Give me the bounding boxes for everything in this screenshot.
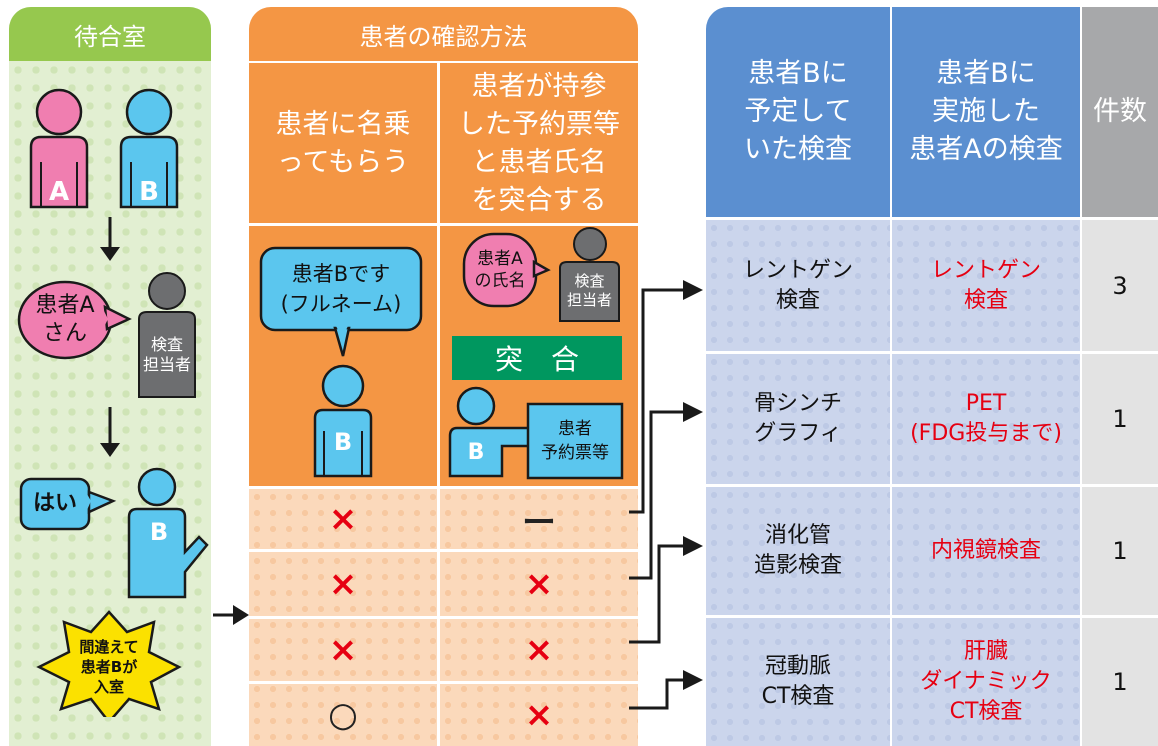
row1-col1-mark: × (328, 499, 358, 539)
staff-label: 検査 担当者 (566, 272, 612, 309)
patient-b-waving-figure (127, 467, 209, 599)
row3-planned: 消化管 造影検査 (706, 487, 890, 615)
row3-col1-mark: × (328, 630, 358, 670)
speech-bubble-fullname (259, 246, 423, 357)
down-arrow-icon (100, 217, 120, 261)
patient-b-waving-label: B (149, 518, 169, 546)
staff-label: 検査 担当者 (142, 335, 191, 374)
row4-col2-mark: × (524, 695, 554, 735)
row3-col2-mark: × (524, 630, 554, 670)
row2-planned: 骨シンチ グラフィ (706, 354, 890, 484)
row1-planned: レントゲン 検査 (706, 220, 890, 351)
row1-count: 3 (1082, 220, 1158, 351)
row4-planned: 冠動脈 CT検査 (706, 618, 890, 746)
waiting-room-panel: 待合室 (9, 7, 211, 746)
row4-performed: 肝臓 ダイナミック CT検査 (892, 618, 1080, 746)
row1-performed: レントゲン 検査 (892, 220, 1080, 351)
mistake-burst-icon (36, 610, 182, 717)
row3-count: 1 (1082, 487, 1158, 615)
speech-call-text: 患者A さん (35, 293, 95, 346)
patient-a-figure (29, 88, 89, 209)
row2-col1-mark: × (328, 564, 358, 604)
exam-table: 患者Bに 予定して いた検査 患者Bに 実施した 患者Aの検査 件数 レントゲン… (706, 7, 1158, 746)
reservation-ticket-icon (526, 402, 624, 480)
row3-performed: 内視鏡検査 (892, 487, 1080, 615)
col2-illustration (448, 227, 624, 480)
right-arrow-icon (213, 605, 249, 625)
match-banner-text: 突 合 (494, 343, 579, 376)
method-col1-header: 患者に名乗 ってもらう (249, 63, 437, 225)
connector-arrows (629, 280, 703, 710)
patient-b-label: B (139, 177, 159, 207)
method-title: 患者の確認方法 (359, 22, 528, 51)
row2-count: 1 (1082, 354, 1158, 484)
row4-count: 1 (1082, 618, 1158, 746)
col1-illustration (259, 246, 423, 478)
patient-a-label: A (48, 177, 70, 207)
speech-bubble-call (17, 280, 132, 360)
confirmation-method-panel: 患者の確認方法 患者に名乗 ってもらう 患者が持参 した予約票等 と患者氏名 を… (249, 7, 638, 746)
method-col2-header: 患者が持参 した予約票等 と患者氏名 を突合する (440, 63, 638, 225)
header-performed-exam: 患者Bに 実施した 患者Aの検査 (892, 7, 1080, 217)
patient-b-figure (313, 364, 373, 478)
staff-figure (138, 272, 196, 398)
ticket-text: 患者 予約票等 (541, 419, 609, 463)
waiting-room-illustrations (17, 88, 209, 717)
staff-figure (559, 227, 620, 322)
row1-col2-mark: ー (522, 502, 556, 543)
speech-reply-text: はい (32, 491, 77, 516)
name-card-icon (462, 232, 551, 308)
patient-b-figure (448, 386, 532, 478)
row4-col1-mark: ○ (328, 695, 358, 735)
patient-b-label: B (333, 428, 353, 456)
fullname-bubble-text: 患者Bです (フルネーム) (280, 262, 402, 316)
header-planned-exam: 患者Bに 予定して いた検査 (706, 7, 890, 217)
match-banner (452, 336, 622, 380)
patient-b-label: B (467, 439, 485, 465)
row2-performed: PET (FDG投与まで) (892, 354, 1080, 484)
mistake-burst-text: 間違えて 患者Bが 入室 (79, 638, 139, 696)
row2-col2-mark: × (524, 564, 554, 604)
speech-bubble-reply (19, 477, 117, 531)
waiting-room-title: 待合室 (9, 7, 211, 61)
patient-b-figure (119, 88, 179, 209)
name-card-text: 患者A の氏名 (474, 249, 526, 291)
header-count: 件数 (1082, 7, 1158, 217)
down-arrow-icon (100, 407, 120, 457)
